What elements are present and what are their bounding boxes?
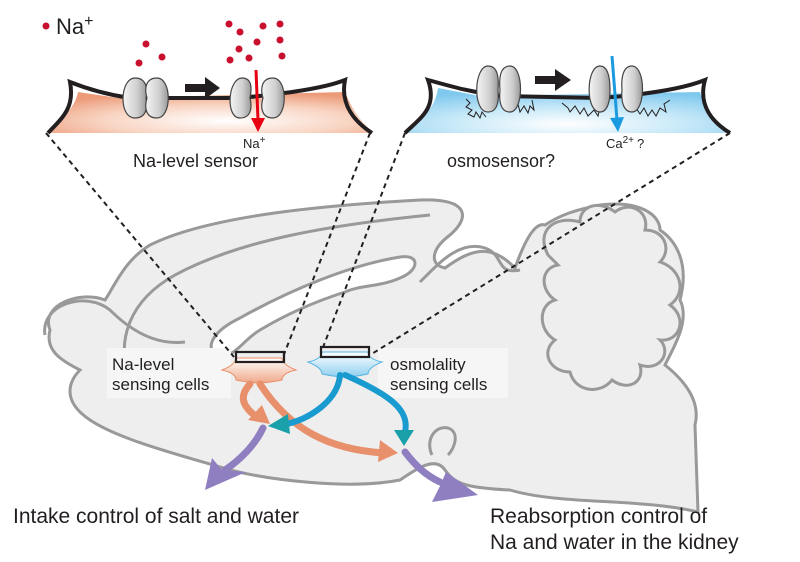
- pathway-arrows: [205, 372, 478, 502]
- sodium-ion: [135, 59, 143, 67]
- na-to-reabsorption-arrow: [256, 380, 389, 457]
- reabsorption-output-arrow: [401, 448, 444, 486]
- na-influx-arrow: [254, 69, 260, 121]
- midbrain-fold: [418, 244, 521, 284]
- sodium-legend-label: Na+: [56, 13, 93, 39]
- sodium-ion: [235, 45, 243, 53]
- osmo-channel-closed: [476, 65, 521, 113]
- hypothalamus-bump: [428, 426, 457, 457]
- na-sensor-title: Na-level sensor: [133, 151, 258, 171]
- intake-output-arrowhead: [205, 458, 246, 490]
- osmo-cell-body: [405, 88, 730, 133]
- osmo-sensing-cell: [306, 345, 384, 378]
- intake-control-label: Intake control of salt and water: [13, 505, 299, 528]
- cortex-boundary: [122, 213, 431, 381]
- na-to-intake-arrowhead: [248, 405, 270, 424]
- sodium-ion: [142, 40, 150, 48]
- zoom-line-na-right: [282, 132, 371, 358]
- sodium-ion: [253, 38, 261, 46]
- na-ion-label: Na+: [243, 135, 266, 151]
- na-sensing-cell: [220, 350, 298, 384]
- reabsorption-label-line1: Reabsorption control of: [490, 505, 707, 528]
- na-influx-arrowhead: [251, 118, 265, 132]
- na-cells-label-bg: [107, 348, 231, 398]
- osmo-channel-open: [588, 65, 643, 113]
- na-to-reabsorption-arrowhead: [378, 440, 398, 462]
- na-cells-label-line1: Na-level: [112, 355, 174, 374]
- cerebellum: [540, 203, 682, 391]
- osmo-sensor-title: osmosensor?: [447, 151, 555, 171]
- sodium-ion: [245, 54, 253, 62]
- lateral-ventricle: [209, 255, 417, 358]
- sodium-ion: [276, 36, 284, 44]
- reabsorption-output-arrowhead: [432, 472, 478, 502]
- brain-sagittal-section: [43, 198, 700, 514]
- osmo-cells-label-line1: osmolality: [390, 355, 466, 374]
- osmo-to-reabsorption-arrow: [342, 372, 409, 435]
- sodium-ion: [226, 56, 234, 64]
- na-cells-label-line2: sensing cells: [112, 375, 209, 394]
- osmo-cell-zoom-box: [319, 345, 371, 359]
- osmo-to-intake-arrow: [279, 372, 343, 428]
- na-cell-zoom-box: [234, 350, 286, 364]
- reabsorption-label-line2: Na and water in the kidney: [490, 531, 739, 554]
- osmo-to-reabsorption-arrowhead: [394, 430, 414, 446]
- olfactory-bulb-contour: [43, 299, 186, 345]
- osmo-to-intake-arrowhead: [268, 414, 290, 434]
- na-channel-closed: [122, 77, 169, 119]
- zoom-line-osmo-left: [321, 132, 406, 351]
- zoom-lines: [45, 132, 731, 358]
- na-level-sensor-panel: Na+ Na-level sensor: [46, 20, 374, 171]
- na-transition-arrow: [185, 77, 220, 99]
- ca-influx-arrow: [610, 55, 619, 121]
- sodium-ion-legend-dot: [42, 22, 50, 30]
- sodium-ion: [225, 20, 233, 28]
- intake-output-arrow: [221, 424, 267, 474]
- zoom-line-na-left: [45, 132, 235, 358]
- na-channel-open: [229, 77, 285, 119]
- osmo-cells-label-line2: sensing cells: [390, 375, 487, 394]
- osmo-cells-label-bg: [378, 348, 508, 398]
- sodium-ion: [278, 52, 286, 60]
- sodium-ion: [259, 22, 267, 30]
- sodium-ion: [276, 20, 284, 28]
- sodium-ion: [236, 28, 244, 36]
- sodium-ions: [135, 20, 286, 67]
- ca-ion-label: Ca2+?: [606, 135, 644, 151]
- osmosensor-panel: Ca2+? osmosensor?: [403, 55, 732, 171]
- osmo-transition-arrow: [535, 69, 571, 91]
- zoom-line-osmo-right: [369, 132, 731, 356]
- ca-influx-arrowhead: [610, 117, 624, 132]
- sodium-ion: [158, 53, 166, 61]
